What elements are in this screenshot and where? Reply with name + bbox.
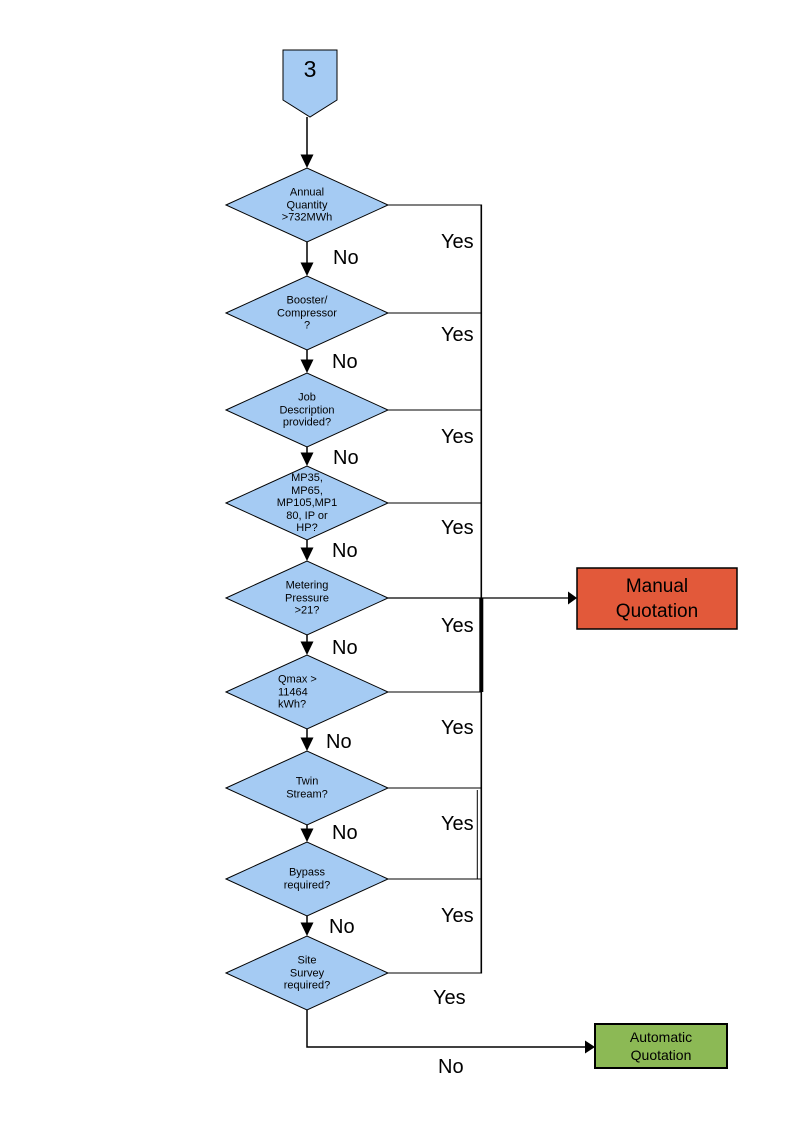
yes-label-metering-pressure: Yes (441, 615, 474, 637)
arrowhead-icon (300, 547, 314, 561)
edge-site-survey-no-to-automatic (306, 1010, 585, 1048)
no-label-annual-quantity: No (333, 247, 359, 269)
decision-twin-stream-shape (224, 750, 390, 826)
no-label-metering-pressure: No (332, 637, 358, 659)
decision-bypass-shape (224, 841, 390, 917)
decision-annual-quantity-label: Annual Quantity >732MWh (281, 186, 333, 224)
decision-job-description-shape (224, 372, 390, 448)
decision-metering-pressure-label: Metering Pressure >21? (284, 579, 330, 617)
decision-twin-stream-label: Twin Stream? (286, 775, 328, 801)
offpage-connector-label: 3 (303, 56, 317, 82)
decision-site-survey-label: Site Survey required? (283, 954, 331, 992)
offpage-connector-shape (282, 49, 338, 118)
no-label-qmax: No (326, 731, 352, 753)
decision-booster-compressor-label: Booster/ Compressor ? (277, 294, 337, 332)
decision-qmax-label: Qmax > 11464 kWh? (278, 673, 317, 711)
decision-meter-type-shape (224, 465, 390, 541)
manual-quotation-label: Manual Quotation (615, 575, 699, 622)
decision-site-survey-shape (224, 935, 390, 1011)
arrowhead-icon (300, 262, 314, 276)
no-label-bypass: No (329, 916, 355, 938)
yes-label-bypass: Yes (441, 905, 474, 927)
yes-label-qmax: Yes (441, 717, 474, 739)
yes-label-annual-quantity: Yes (441, 231, 474, 253)
decision-qmax-shape (224, 654, 390, 730)
arrowhead-icon (300, 154, 314, 168)
arrowhead-icon (300, 828, 314, 842)
no-label-meter-type: No (332, 540, 358, 562)
decision-job-description-label: Job Description provided? (279, 391, 335, 429)
no-label-twin-stream: No (332, 822, 358, 844)
arrowhead-icon (585, 1040, 595, 1054)
automatic-quotation-box (594, 1023, 728, 1069)
yes-label-meter-type: Yes (441, 517, 474, 539)
arrowhead-icon (568, 591, 577, 605)
automatic-quotation-label: Automatic Quotation (629, 1029, 693, 1063)
yes-label-booster-compressor: Yes (441, 324, 474, 346)
arrowhead-icon (300, 922, 314, 936)
decision-bypass-label: Bypass required? (283, 866, 331, 892)
no-label-booster-compressor: No (332, 351, 358, 373)
arrowhead-icon (300, 359, 314, 373)
decision-annual-quantity-shape (224, 167, 390, 243)
yes-label-twin-stream: Yes (441, 813, 474, 835)
no-label-site-survey: No (438, 1056, 464, 1078)
decision-meter-type-label: MP35, MP65, MP105,MP1 80, IP or HP? (276, 471, 338, 534)
yes-label-job-description: Yes (441, 426, 474, 448)
arrowhead-icon (300, 452, 314, 466)
no-label-job-description: No (333, 447, 359, 469)
arrowhead-icon (300, 641, 314, 655)
yes-label-site-survey: Yes (433, 987, 466, 1009)
decision-metering-pressure-shape (224, 560, 390, 636)
manual-quotation-box (576, 567, 738, 630)
arrowhead-icon (300, 737, 314, 751)
decision-booster-compressor-shape (224, 275, 390, 351)
